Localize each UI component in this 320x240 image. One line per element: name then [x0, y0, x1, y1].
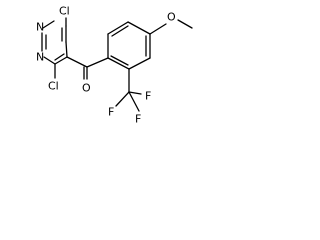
- bond: [107, 21, 129, 35]
- bond: [128, 91, 140, 112]
- bond: [115, 91, 130, 107]
- bond: [128, 57, 151, 70]
- bond: [128, 91, 142, 95]
- benzene-ring: [107, 21, 151, 70]
- fluorine-label: F: [108, 106, 114, 119]
- chemical-structure-diagram: N N Cl Cl O O F F F: [36, 5, 193, 126]
- bond: [65, 41, 68, 58]
- bond: [107, 57, 130, 70]
- pyrimidine-ring: [41, 20, 68, 65]
- bond: [110, 55, 129, 66]
- bond: [111, 25, 129, 37]
- substituent-bonds: [54, 17, 109, 80]
- bond: [54, 53, 65, 61]
- chlorine-label: Cl: [59, 5, 70, 18]
- fluorine-label: F: [135, 113, 141, 126]
- nitrogen-label: N: [36, 51, 44, 64]
- bond: [86, 57, 109, 68]
- carbonyl-oxygen-label: O: [82, 82, 91, 95]
- fluorine-label: F: [145, 90, 151, 103]
- bond: [177, 19, 193, 29]
- atom-labels: N N Cl Cl O O F F F: [36, 5, 176, 126]
- methoxy-oxygen-label: O: [167, 11, 176, 24]
- structure-canvas: N N Cl Cl O O F F F: [0, 0, 214, 134]
- nitrogen-label: N: [36, 21, 44, 34]
- chlorine-label: Cl: [48, 80, 59, 93]
- methoxy-and-cf3-bonds: [115, 19, 193, 112]
- bond: [127, 21, 151, 35]
- bond: [43, 56, 56, 65]
- bond: [66, 56, 88, 68]
- bond: [42, 20, 55, 29]
- bond: [54, 56, 68, 65]
- bond: [149, 23, 167, 35]
